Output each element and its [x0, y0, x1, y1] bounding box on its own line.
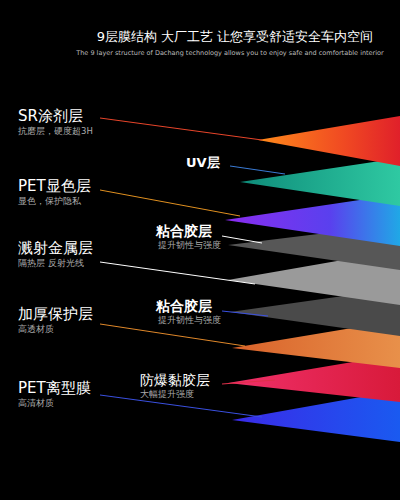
leader-line: [100, 190, 240, 216]
leader-line: [100, 324, 245, 346]
film-layer: [240, 158, 400, 206]
subtitle: The 9 layer structure of Dachang technol…: [76, 50, 383, 57]
film-layer: [258, 116, 400, 166]
page-title: 9层膜结构 大厂工艺 让您享受舒适安全车内空间: [97, 30, 374, 45]
layer-note: 隔热层 反射光线: [18, 259, 84, 269]
leader-line: [230, 166, 285, 174]
layer-note: 显色，保护隐私: [18, 197, 81, 207]
layer-name: PET显色层: [18, 178, 91, 195]
layer-name: 加厚保护层: [18, 306, 93, 323]
layer-name: 溅射金属层: [18, 240, 93, 257]
layer-note: 抗磨层，硬度超3H: [18, 127, 93, 137]
layer-note: 大幅提升强度: [140, 390, 194, 400]
layer-name: PET离型膜: [18, 380, 91, 397]
leader-line: [222, 236, 262, 243]
layer-name: 防爆黏胶层: [140, 372, 210, 388]
layer-name: SR涂剂层: [18, 108, 83, 125]
layer-note: 高清材质: [18, 399, 54, 409]
layer-name: UV层: [186, 156, 220, 171]
layer-name: 粘合胶层: [156, 223, 212, 239]
layer-note: 提升韧性与强度: [158, 241, 221, 251]
layer-note: 提升韧性与强度: [158, 316, 221, 326]
leader-line: [222, 311, 268, 316]
layer-note: 高透材质: [18, 325, 54, 335]
layer-name: 粘合胶层: [156, 298, 212, 314]
leader-line: [222, 380, 275, 384]
leader-line: [100, 118, 262, 140]
leader-line: [100, 262, 255, 284]
